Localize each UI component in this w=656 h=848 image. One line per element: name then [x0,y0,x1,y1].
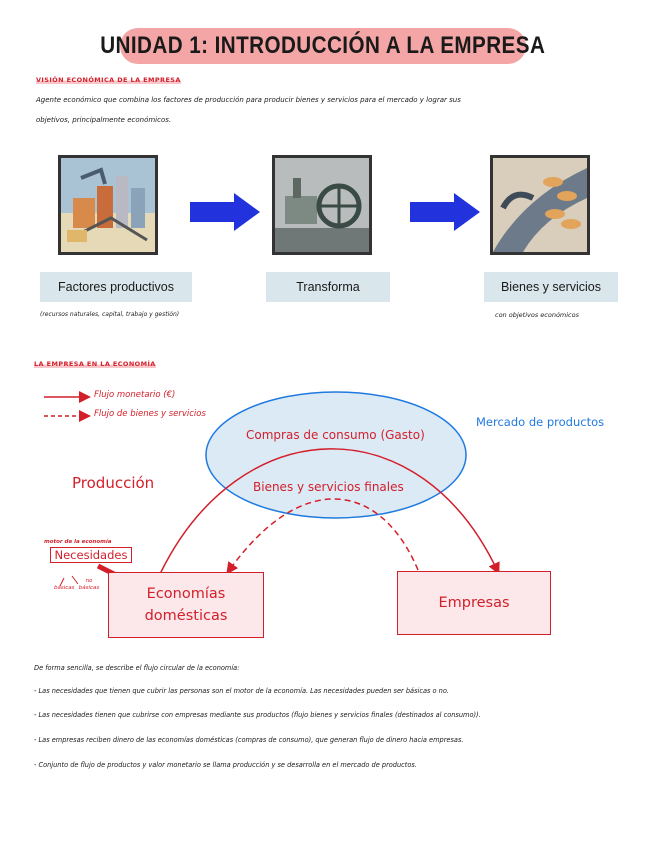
summary-list: De forma sencilla, se describe el flujo … [34,664,644,774]
summary-bullet-4: - Conjunto de flujo de productos y valor… [34,761,417,769]
summary-bullet-1: - Las necesidades que tienen que cubrir … [34,687,449,695]
legend-money-label: Flujo monetario (€) [94,390,175,400]
needs-box: Necesidades [50,547,132,563]
production-label: Producción [72,474,154,492]
needs-basic-label: básicas [54,585,75,591]
legend-goods-label: Flujo de bienes y servicios [94,409,206,419]
summary-bullet-2: - Las necesidades tienen que cubrirse co… [34,711,481,719]
consumption-label: Compras de consumo (Gasto) [246,428,425,442]
market-label: Mercado de productos [476,415,604,429]
final-goods-label: Bienes y servicios finales [253,480,404,494]
summary-intro: De forma sencilla, se describe el flujo … [34,664,239,672]
summary-bullet-3: - Las empresas reciben dinero de las eco… [34,736,464,744]
households-box: Economías domésticas [108,572,264,638]
needs-other-label: no básicas [76,578,102,592]
firms-box: Empresas [397,571,551,635]
needs-subtitle: motor de la economía [44,539,111,545]
